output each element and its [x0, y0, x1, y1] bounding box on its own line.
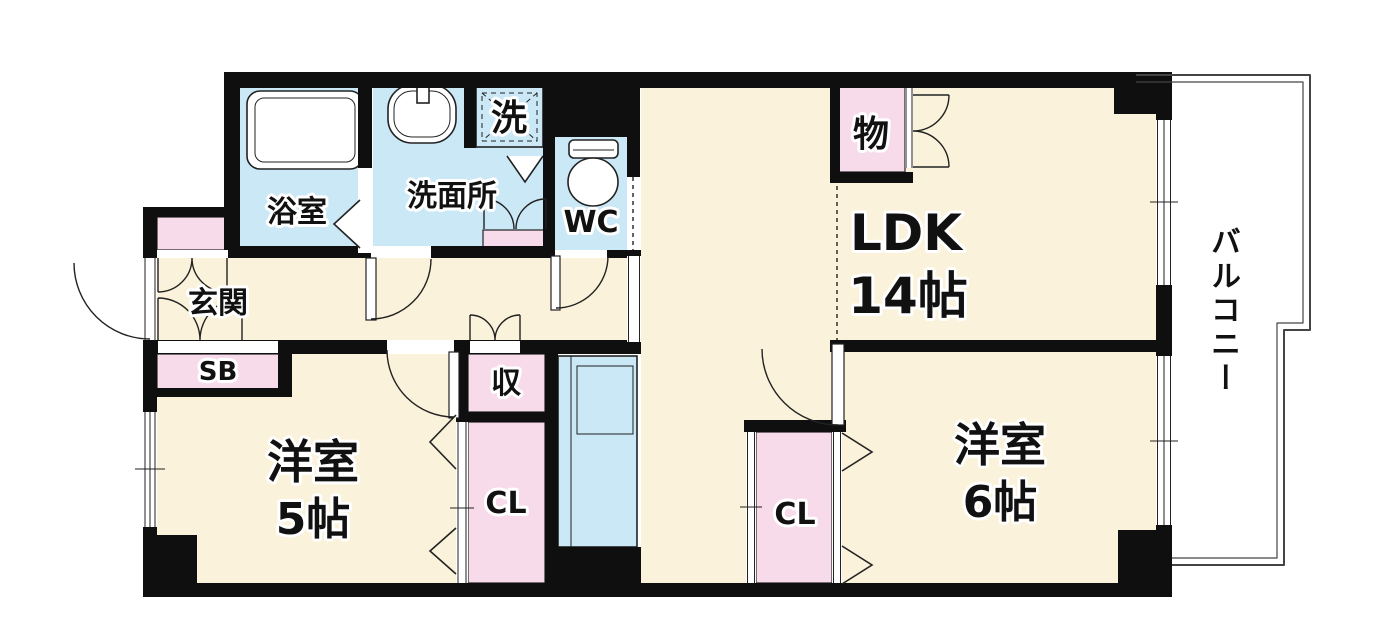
- wc-doorway: [555, 250, 607, 258]
- label-ldk: LDK: [850, 204, 964, 262]
- closet6-tracks: [740, 432, 842, 583]
- label-bath: 浴室: [267, 195, 327, 230]
- closet5-track: [450, 422, 474, 583]
- entrance-door-swing: [73, 262, 151, 340]
- bathtub-icon: [246, 90, 364, 170]
- entrance-storage-sill: [157, 250, 228, 258]
- room5-door-leaf: [448, 351, 460, 419]
- kitchen-counter-icon: [557, 355, 638, 548]
- label-laundry: 洗: [491, 98, 527, 139]
- label-washroom: 洗面所: [407, 179, 497, 214]
- room5-door-swing: [386, 349, 455, 418]
- bath-doorway: [358, 168, 372, 253]
- entrance-storage: [156, 216, 229, 251]
- washbasin-icon: [387, 81, 457, 144]
- label-closet-6: CL: [774, 497, 815, 532]
- label-ldk-storage: 物: [853, 114, 889, 155]
- bath-fold-door: [332, 199, 361, 249]
- room6-door-swing: [761, 348, 839, 426]
- wc-door-leaf: [550, 255, 561, 311]
- washroom-doorway: [371, 246, 431, 258]
- window-room6: [1150, 356, 1178, 525]
- room-labels: 浴室 洗面所 洗 WC 玄関 SB 収 CL 洋室 5帖 LDK 14帖 物 洋…: [185, 95, 1049, 548]
- laundry-fold-door: [506, 155, 544, 184]
- floor-areas: [157, 88, 1156, 583]
- label-entrance: 玄関: [188, 286, 248, 321]
- label-room6-size: 6帖: [963, 477, 1038, 528]
- window-ldk: [1150, 120, 1178, 285]
- hall-storage-doors: [469, 314, 521, 341]
- room6-door-leaf: [831, 343, 845, 426]
- storage-areas: [156, 84, 906, 584]
- closet-5: [467, 421, 546, 584]
- entrance-door: [143, 258, 157, 340]
- label-balcony: バルコニー: [1205, 226, 1240, 396]
- openings-and-windows: [135, 88, 1178, 583]
- door-swings: [73, 94, 950, 585]
- shoe-box-doors: [157, 297, 243, 341]
- closet-6: [755, 431, 833, 584]
- western-room-6-floor: [842, 352, 1156, 583]
- entrance-storage-doors: [157, 257, 228, 293]
- fixtures: [246, 81, 638, 548]
- hall-ldk-opening: [627, 256, 641, 342]
- label-ldk-size: 14帖: [848, 267, 968, 325]
- closet5-fold-doors: [428, 414, 457, 575]
- label-room6: 洋室: [954, 418, 1046, 472]
- ldk-storage: [837, 84, 906, 173]
- closet6-fold-doors: [841, 432, 874, 585]
- wc-door-swing: [555, 255, 609, 309]
- label-closet-5: CL: [485, 486, 526, 521]
- label-room5-size: 5帖: [276, 494, 351, 545]
- toilet-icon: [567, 139, 619, 207]
- window-room5: [135, 412, 165, 527]
- washroom-door-leaf: [365, 257, 377, 321]
- room5-doorway: [387, 340, 454, 354]
- balcony-outline: [1136, 74, 1311, 566]
- label-shoe-box: SB: [199, 357, 238, 387]
- hall-storage-opening: [470, 341, 520, 353]
- label-hall-storage: 収: [491, 366, 522, 401]
- ldk-storage-track: [905, 88, 913, 168]
- shoe-box-opening: [158, 341, 278, 353]
- washroom-shelf: [482, 229, 547, 249]
- ldk-storage-doors: [912, 94, 950, 168]
- label-room5: 洋室: [267, 435, 359, 489]
- washroom-shelf-doors: [483, 198, 547, 230]
- washroom-door-swing: [370, 258, 432, 320]
- label-wc: WC: [563, 205, 618, 240]
